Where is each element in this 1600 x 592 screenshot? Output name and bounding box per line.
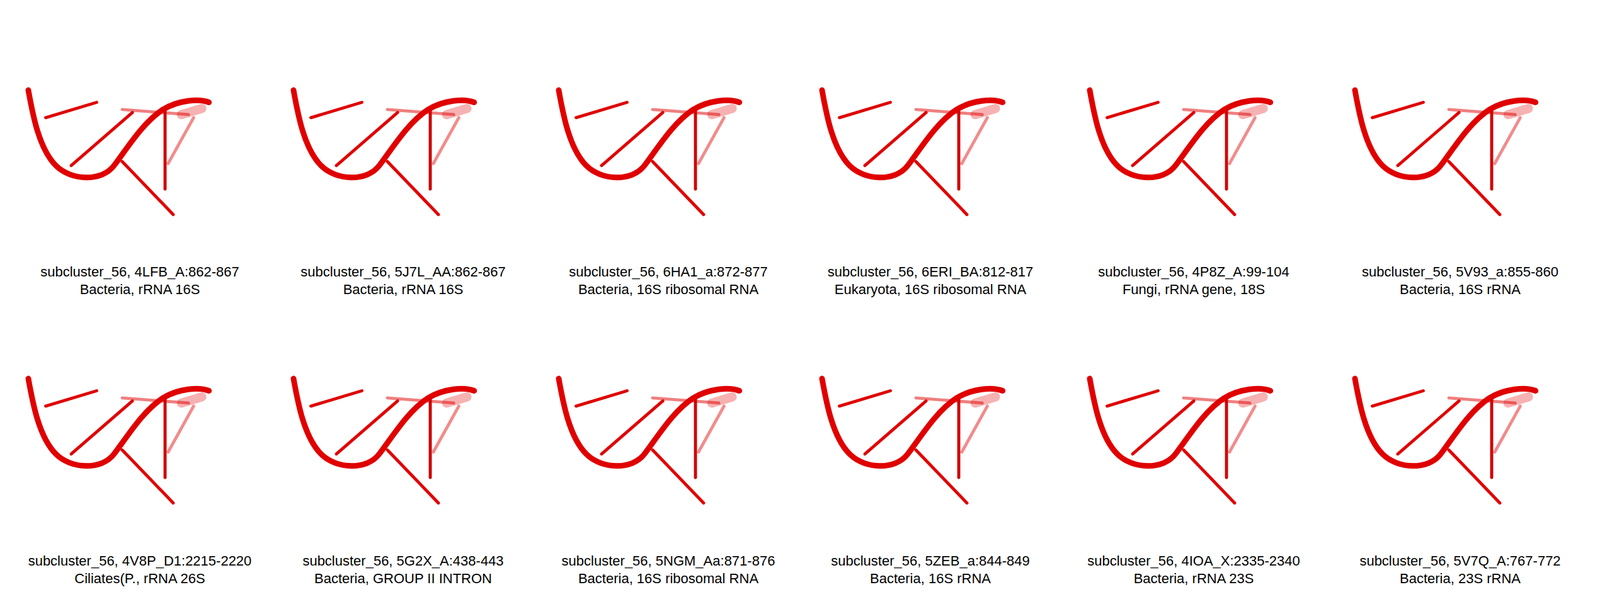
structure-id: subcluster_56, 6HA1_a:872-877 xyxy=(534,263,802,281)
source-description: Bacteria, GROUP II INTRON xyxy=(269,570,537,588)
structure-id: subcluster_56, 5V93_a:855-860 xyxy=(1326,263,1594,281)
rna-structure xyxy=(293,90,475,215)
source-description: Bacteria, 16S rRNA xyxy=(1326,280,1594,299)
source-description: Bacteria, rRNA 16S xyxy=(269,280,537,299)
structure-id: subcluster_56, 5V7Q_A:767-772 xyxy=(1326,552,1594,571)
rna-structure xyxy=(1089,90,1271,215)
source-description: Eukaryota, 16S ribosomal RNA xyxy=(796,280,1064,299)
rna-structure xyxy=(1354,378,1536,504)
source-description: Bacteria, rRNA 16S xyxy=(6,280,274,299)
source-description: Bacteria, 16S ribosomal RNA xyxy=(534,280,802,299)
source-description: Ciliates(P., rRNA 26S xyxy=(6,570,274,588)
structure-id: subcluster_56, 5ZEB_a:844-849 xyxy=(796,552,1064,571)
structure-id: subcluster_56, 6ERI_BA:812-817 xyxy=(796,263,1064,281)
rna-structure xyxy=(293,378,475,504)
rna-structure xyxy=(28,90,210,215)
structure-id: subcluster_56, 4LFB_A:862-867 xyxy=(6,263,274,281)
source-description: Fungi, rRNA gene, 18S xyxy=(1060,280,1328,299)
source-description: Bacteria, 23S rRNA xyxy=(1326,570,1594,588)
structure-id: subcluster_56, 4P8Z_A:99-104 xyxy=(1060,263,1328,281)
source-description: Bacteria, 16S rRNA xyxy=(796,570,1064,588)
structure-id: subcluster_56, 5NGM_Aa:871-876 xyxy=(534,552,802,571)
rna-structure xyxy=(1089,378,1271,504)
rna-structure xyxy=(822,378,1003,504)
rna-structure xyxy=(558,378,740,504)
rna-structure xyxy=(558,90,740,215)
structure-id: subcluster_56, 4V8P_D1:2215-2220 xyxy=(6,552,274,571)
structure-id: subcluster_56, 4IOA_X:2335-2340 xyxy=(1060,552,1328,571)
rna-structure xyxy=(822,90,1003,215)
rna-structure xyxy=(28,378,210,504)
source-description: Bacteria, rRNA 23S xyxy=(1060,570,1328,588)
source-description: Bacteria, 16S ribosomal RNA xyxy=(534,570,802,588)
structure-id: subcluster_56, 5J7L_AA:862-867 xyxy=(269,263,537,281)
structure-id: subcluster_56, 5G2X_A:438-443 xyxy=(269,552,537,571)
rna-structure xyxy=(1354,90,1536,215)
